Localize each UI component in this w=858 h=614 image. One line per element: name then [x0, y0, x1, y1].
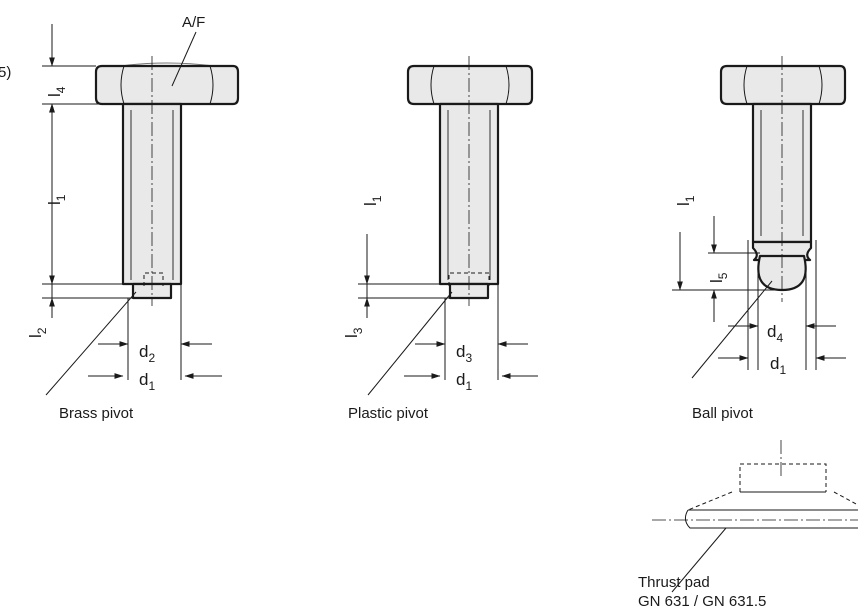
brass-inner-diameter: d2	[139, 342, 155, 365]
af-label: A/F	[182, 14, 205, 31]
plastic-pivot-caption: Plastic pivot	[348, 405, 429, 422]
plastic-pivot-view: l1 l3 d3 d1 Plastic pivot	[342, 56, 538, 422]
thrust-pad-caption: Thrust pad	[638, 574, 710, 591]
brass-outer-diameter: d1	[139, 370, 155, 393]
hex-head	[94, 62, 240, 106]
hex-head	[406, 64, 534, 106]
ball-inner-diameter: d4	[767, 322, 783, 345]
thrust-pad-view: Thrust pad GN 631 / GN 631.5	[638, 440, 858, 610]
hex-head	[719, 64, 847, 106]
plastic-length-label: l1	[361, 195, 384, 206]
plastic-inner-diameter: d3	[456, 342, 472, 365]
brass-tip-label: l2	[26, 327, 49, 338]
brass-length-label: l1	[45, 194, 68, 205]
ball-tip-label: l5	[707, 272, 730, 283]
thrust-pad-standard: GN 631 / GN 631.5	[638, 593, 766, 610]
plastic-outer-diameter: d1	[456, 370, 472, 393]
head-height-label: l4	[45, 86, 68, 97]
brass-pivot-view: A/F l4 l1 l2 d2 d1 Brass pivot	[26, 14, 240, 422]
ball-pivot-view: l1 l5 d4 d1 Ball pivot	[672, 56, 847, 422]
edge-text: 5)	[0, 64, 11, 81]
brass-pivot-caption: Brass pivot	[59, 405, 134, 422]
ball-length-label: l1	[674, 195, 697, 206]
plastic-tip-label: l3	[342, 327, 365, 338]
ball-outer-diameter: d1	[770, 354, 786, 377]
ball-pivot-caption: Ball pivot	[692, 405, 754, 422]
